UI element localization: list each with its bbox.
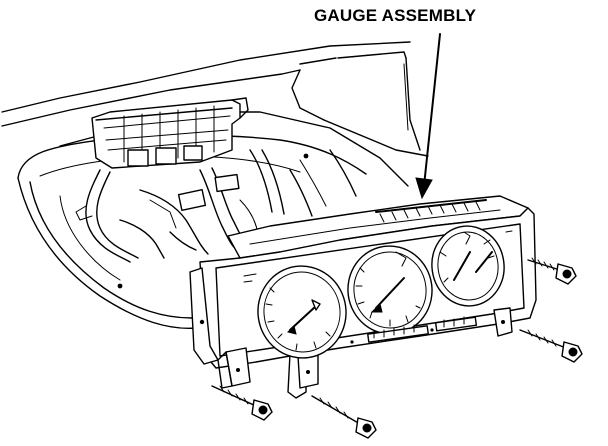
screw-center-lower bbox=[311, 395, 377, 439]
screw-right-upper bbox=[527, 257, 577, 285]
upper-bracket bbox=[91, 97, 249, 169]
screw-right-lower bbox=[519, 329, 583, 363]
screw-left-lower bbox=[211, 385, 273, 421]
gauge-assembly bbox=[189, 195, 537, 399]
callout-leader bbox=[415, 33, 441, 200]
callout-label: GAUGE ASSEMBLY bbox=[314, 6, 477, 25]
wiring-harness bbox=[75, 149, 357, 263]
